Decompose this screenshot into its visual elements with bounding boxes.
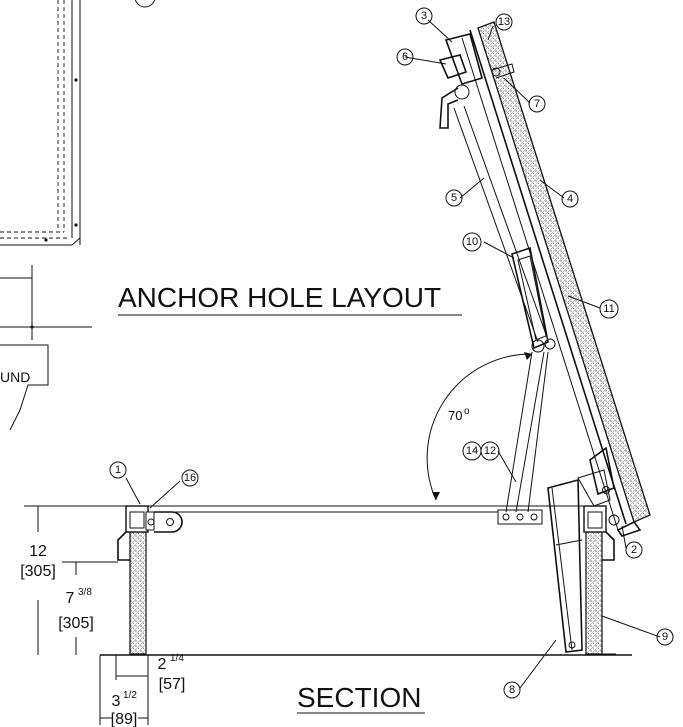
dim-height-curb-frac: 3/8 xyxy=(78,587,92,598)
callout-2: 2 xyxy=(625,541,643,559)
dimension-lines xyxy=(24,505,149,725)
callout-1: 1 xyxy=(109,461,127,479)
spring-tube xyxy=(547,478,583,653)
partial-label-box: UND xyxy=(0,344,49,431)
dim-width-curb-mm: [89] xyxy=(111,711,138,727)
callout-7: 9 xyxy=(656,628,674,646)
dim-height-total-mm: [305] xyxy=(20,563,56,580)
svg-text:3: 3 xyxy=(421,10,427,22)
opening-top-line xyxy=(148,505,584,513)
callout-5: 5 xyxy=(445,189,463,207)
callout-6: 8 xyxy=(503,681,521,699)
hinge-bracket-left xyxy=(154,511,183,533)
dim-width-curb-frac: 1/2 xyxy=(123,690,137,701)
svg-text:9: 9 xyxy=(662,631,668,643)
dim-height-total: 12 xyxy=(29,543,47,560)
svg-text:4: 4 xyxy=(567,193,573,205)
dim-width-flange-frac: 1/4 xyxy=(170,653,184,664)
callout-8: 6 xyxy=(396,48,414,66)
cover-latch-assembly xyxy=(438,33,515,129)
svg-text:2: 2 xyxy=(631,544,637,556)
angle-unit: o xyxy=(464,406,470,417)
left-curb xyxy=(117,505,155,655)
callout-3: 3 xyxy=(415,7,433,25)
angle-value: 70 xyxy=(448,408,462,423)
callout-12: 12 xyxy=(480,441,500,461)
plan-view-frame xyxy=(0,0,156,246)
svg-text:6: 6 xyxy=(402,51,408,63)
angle-arc xyxy=(426,352,533,501)
right-curb xyxy=(583,505,616,655)
section-title: SECTION xyxy=(297,682,421,713)
dim-height-curb: 7 xyxy=(66,590,75,607)
svg-text:11: 11 xyxy=(603,303,614,315)
callout-10: 10 xyxy=(462,232,482,252)
callout-9: 7 xyxy=(528,95,546,113)
callout-leaders xyxy=(125,19,661,689)
svg-text:13: 13 xyxy=(498,16,510,28)
svg-text:14: 14 xyxy=(466,445,478,457)
svg-text:10: 10 xyxy=(466,236,478,248)
hold-open-arm xyxy=(505,351,549,513)
dim-width-curb: 3 xyxy=(112,693,121,710)
svg-text:5: 5 xyxy=(451,192,457,204)
hold-open-base-bracket xyxy=(497,509,543,525)
callout-4: 4 xyxy=(561,190,579,208)
svg-text:1: 1 xyxy=(115,464,121,476)
lift-arm xyxy=(453,105,549,343)
callout-11: 11 xyxy=(599,299,619,319)
cover-hinge-bracket xyxy=(577,446,615,507)
callout-16: 16 xyxy=(181,469,199,487)
cover-panel xyxy=(461,21,651,537)
gas-spring xyxy=(511,246,556,353)
svg-text:7: 7 xyxy=(534,98,540,110)
dim-width-flange: 2 xyxy=(158,656,167,673)
callout-14: 14 xyxy=(462,441,482,461)
plan-dimension-lines xyxy=(0,265,92,340)
svg-text:8: 8 xyxy=(509,684,515,696)
anchor-hole-layout-title: ANCHOR HOLE LAYOUT xyxy=(118,282,441,313)
svg-text:16: 16 xyxy=(184,472,196,484)
callout-13: 13 xyxy=(495,13,513,31)
partial-label: UND xyxy=(0,369,30,385)
dim-width-flange-mm: [57] xyxy=(159,676,186,693)
svg-text:12: 12 xyxy=(484,445,496,457)
dim-height-curb-mm: [305] xyxy=(58,615,94,632)
